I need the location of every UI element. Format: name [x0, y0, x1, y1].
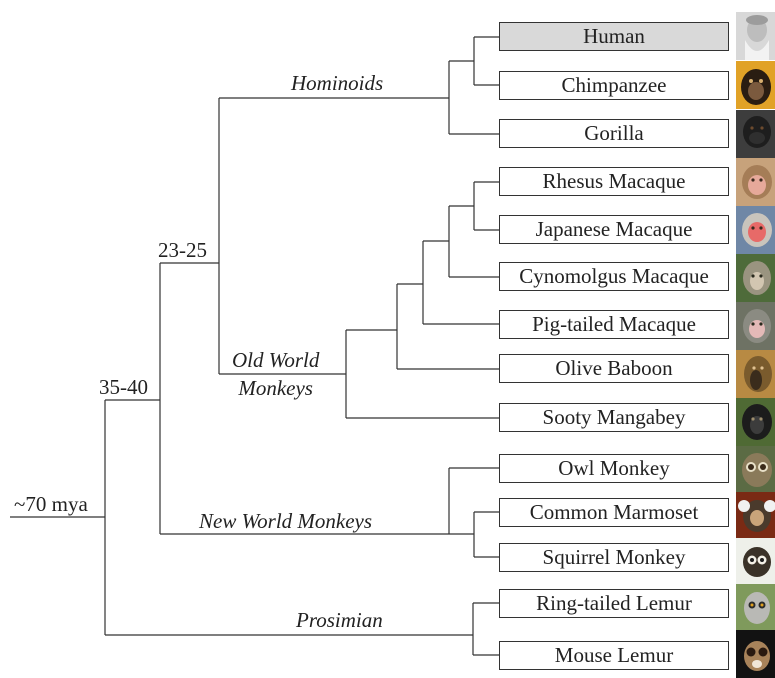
mouse-lemur-photo — [736, 630, 775, 678]
species-box-gorilla: Gorilla — [499, 119, 729, 148]
node-age-35-40: 35-40 — [99, 375, 148, 399]
species-box-japanese-macaque: Japanese Macaque — [499, 215, 729, 244]
clade-label-hominoids: Hominoids — [291, 71, 384, 95]
clade-label-line-2: Monkeys — [238, 376, 313, 400]
ring-tailed-lemur-photo — [736, 584, 775, 632]
clade-label-line-1: Old World — [232, 348, 320, 372]
species-box-mouse-lemur: Mouse Lemur — [499, 641, 729, 670]
species-box-rhesus-macaque: Rhesus Macaque — [499, 167, 729, 196]
species-box-common-marmoset: Common Marmoset — [499, 498, 729, 527]
japanese-macaque-photo — [736, 206, 775, 254]
clade-label-old-world-monkeys: Old World Monkeys — [232, 346, 319, 402]
species-box-olive-baboon: Olive Baboon — [499, 354, 729, 383]
common-marmoset-photo — [736, 492, 775, 540]
cynomolgus-macaque-photo — [736, 254, 775, 302]
species-box-owl-monkey: Owl Monkey — [499, 454, 729, 483]
species-box-squirrel-monkey: Squirrel Monkey — [499, 543, 729, 572]
species-box-cynomolgus-macaque: Cynomolgus Macaque — [499, 262, 729, 291]
pig-tailed-macaque-photo — [736, 302, 775, 350]
species-box-human: Human — [499, 22, 729, 51]
species-box-sooty-mangabey: Sooty Mangabey — [499, 403, 729, 432]
rhesus-macaque-photo — [736, 158, 775, 206]
clade-label-prosimian: Prosimian — [296, 608, 383, 632]
chimpanzee-photo — [736, 61, 775, 109]
species-box-ring-tailed-lemur: Ring-tailed Lemur — [499, 589, 729, 618]
root-age-label: ~70 mya — [14, 492, 88, 516]
node-age-23-25: 23-25 — [158, 238, 207, 262]
squirrel-monkey-photo — [736, 538, 775, 586]
species-box-pig-tailed-macaque: Pig-tailed Macaque — [499, 310, 729, 339]
sooty-mangabey-photo — [736, 398, 775, 446]
gorilla-photo — [736, 110, 775, 158]
olive-baboon-photo — [736, 350, 775, 398]
human-portrait-photo — [736, 12, 775, 60]
species-box-chimpanzee: Chimpanzee — [499, 71, 729, 100]
clade-label-new-world-monkeys: New World Monkeys — [199, 509, 373, 533]
owl-monkey-photo — [736, 446, 775, 494]
